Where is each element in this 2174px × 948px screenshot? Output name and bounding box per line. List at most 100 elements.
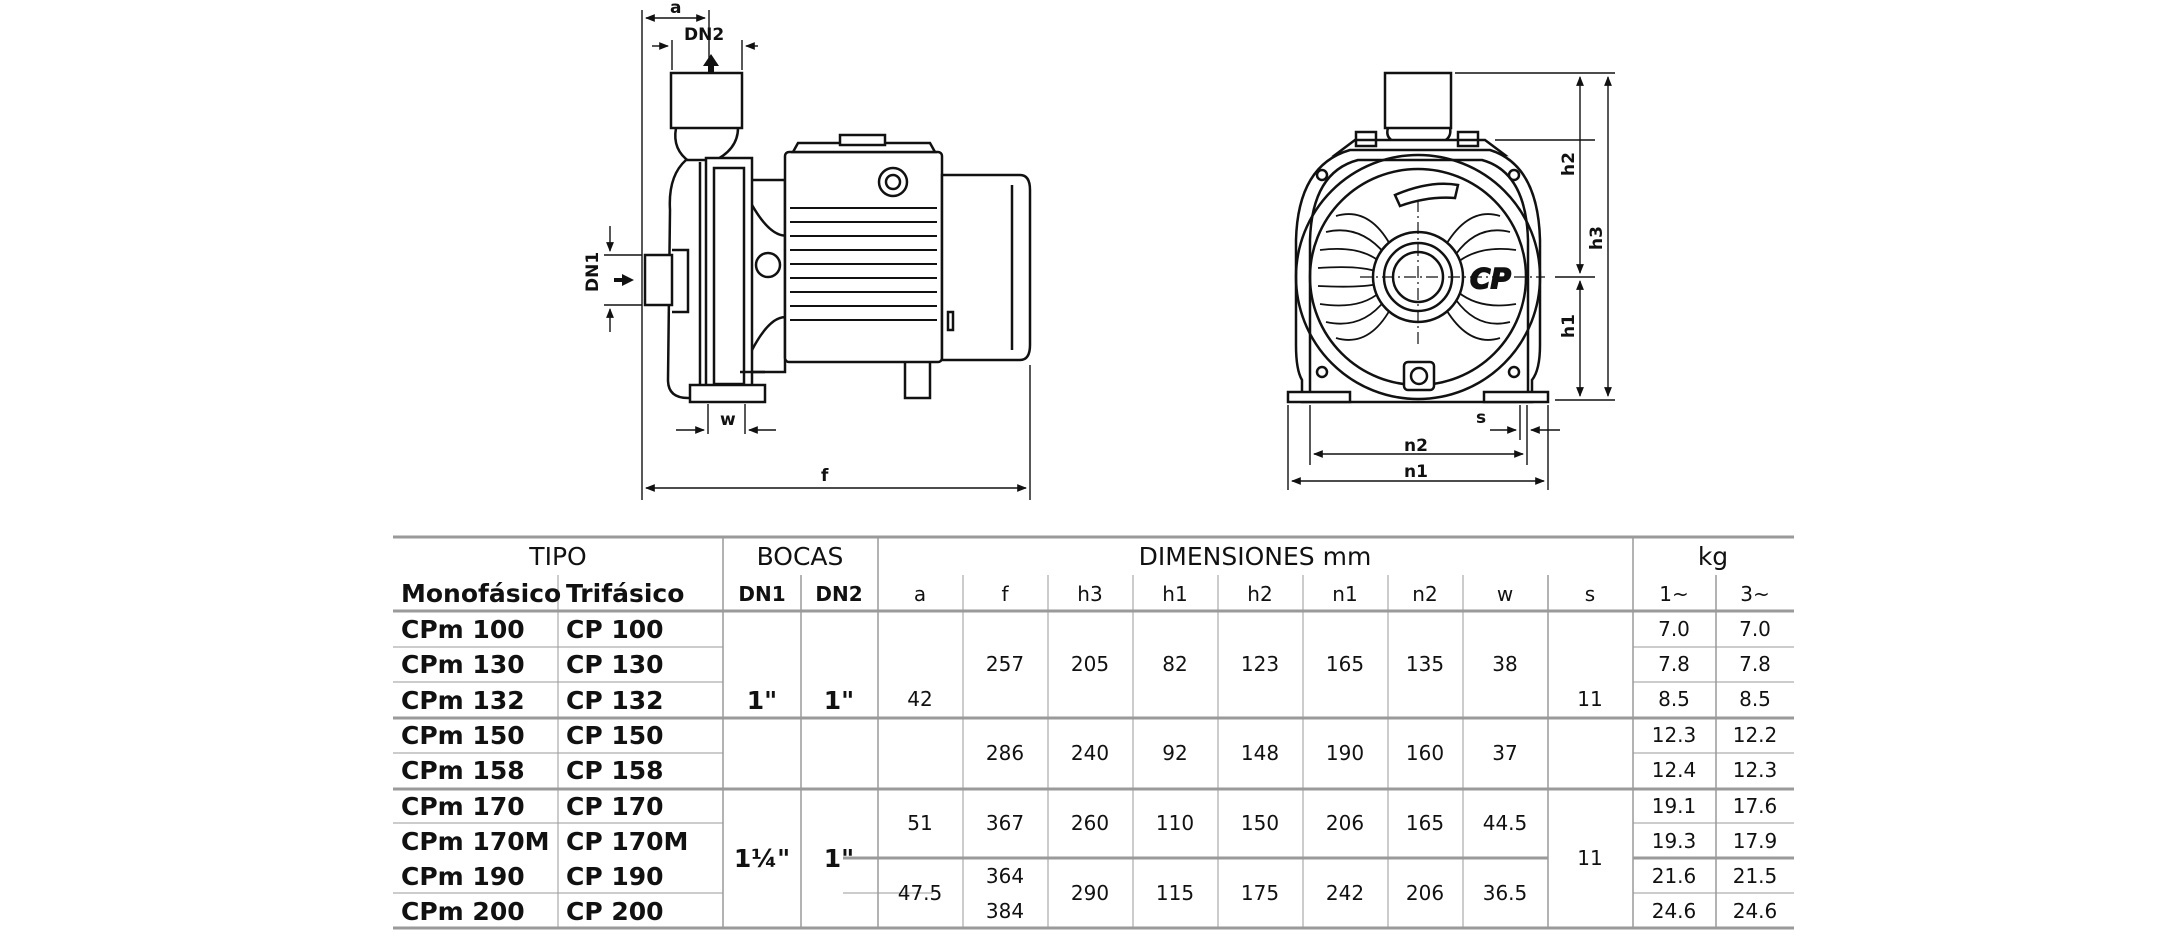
dim-n1: 190: [1326, 741, 1364, 765]
subheader-n1: n1: [1332, 582, 1357, 606]
subheader-h2: h2: [1247, 582, 1272, 606]
subheader-s: s: [1585, 582, 1595, 606]
header-tipo: TIPO: [528, 542, 586, 571]
weight-mono: 7.8: [1658, 652, 1690, 676]
model-tri: CP 170: [566, 792, 664, 821]
dim-h3: 290: [1071, 881, 1109, 905]
model-tri: CP 190: [566, 862, 664, 891]
dim-h1: 82: [1162, 652, 1187, 676]
weight-mono: 24.6: [1652, 899, 1697, 923]
dim-n1: 165: [1326, 652, 1364, 676]
model-tri: CP 130: [566, 650, 664, 679]
weight-mono: 7.0: [1658, 617, 1690, 641]
weight-tri: 17.9: [1733, 829, 1778, 853]
dim-s: 11: [1577, 846, 1602, 870]
subheader-monofasico: Monofásico: [401, 579, 561, 608]
dim-w: 37: [1492, 741, 1517, 765]
weight-tri: 24.6: [1733, 899, 1778, 923]
model-tri: CP 158: [566, 756, 664, 785]
weight-tri: 12.2: [1733, 723, 1778, 747]
header-kg: kg: [1698, 542, 1728, 571]
dim-f: 364: [986, 864, 1024, 888]
header-bocas: BOCAS: [757, 542, 844, 571]
dim-n1: 242: [1326, 881, 1364, 905]
dim-a: 42: [907, 687, 932, 711]
weight-mono: 12.4: [1652, 758, 1697, 782]
table-row: CPm 158 CP 158 12.4 12.3: [401, 756, 1777, 785]
model-mono: CPm 130: [401, 650, 525, 679]
front-view-dimensions: [1287, 72, 1615, 490]
dim-label-w: w: [720, 410, 736, 430]
subheader-f: f: [1001, 582, 1009, 606]
subheader-dn2: DN2: [815, 582, 862, 606]
model-tri: CP 200: [566, 897, 664, 926]
dim-a: 47.5: [898, 881, 943, 905]
table-row: CPm 150 CP 150 12.3 12.2: [401, 721, 1777, 750]
model-mono: CPm 100: [401, 615, 525, 644]
dim-h3: 260: [1071, 811, 1109, 835]
dim-n2: 160: [1406, 741, 1444, 765]
technical-drawings: a DN2 DN1 w f: [583, 0, 1615, 500]
dim-w: 38: [1492, 652, 1517, 676]
dim-h3: 240: [1071, 741, 1109, 765]
subheader-h1: h1: [1162, 582, 1187, 606]
table-row: CPm 190 CP 190 21.6 21.5: [401, 862, 1777, 891]
table-row: CPm 170M CP 170M 19.3 17.9: [401, 827, 1777, 856]
dim-h2: 175: [1241, 881, 1279, 905]
dim-label-h1: h1: [1559, 314, 1579, 338]
weight-mono: 19.1: [1652, 794, 1697, 818]
dim-h2: 148: [1241, 741, 1279, 765]
model-mono: CPm 170M: [401, 827, 550, 856]
dim-h2: 123: [1241, 652, 1279, 676]
dim-w: 36.5: [1483, 881, 1528, 905]
model-mono: CPm 132: [401, 686, 525, 715]
dim-n1: 206: [1326, 811, 1364, 835]
dim-label-a: a: [670, 0, 681, 18]
front-view-drawing: [1286, 71, 1550, 404]
dim-label-h3: h3: [1587, 226, 1607, 250]
dim-h1: 92: [1162, 741, 1187, 765]
dim-h3: 205: [1071, 652, 1109, 676]
subheader-trifasico: Trifásico: [566, 579, 684, 608]
model-tri: CP 170M: [566, 827, 688, 856]
side-view-dimensions: [604, 10, 1031, 500]
dim-n2: 206: [1406, 881, 1444, 905]
subheader-n2: n2: [1412, 582, 1437, 606]
dim-label-n2: n2: [1404, 436, 1428, 456]
model-mono: CPm 200: [401, 897, 525, 926]
header-dimensiones: DIMENSIONES mm: [1139, 542, 1372, 571]
table-row: CPm 132 CP 132 8.5 8.5: [401, 686, 1771, 715]
weight-mono: 19.3: [1652, 829, 1697, 853]
cp-logo: CP: [1470, 262, 1512, 295]
weight-mono: 12.3: [1652, 723, 1697, 747]
model-tri: CP 150: [566, 721, 664, 750]
dim-w: 44.5: [1483, 811, 1528, 835]
dim-f: 257: [986, 652, 1024, 676]
dim-h1: 115: [1156, 881, 1194, 905]
weight-tri: 21.5: [1733, 864, 1778, 888]
table-row: CPm 170 CP 170 19.1 17.6: [401, 792, 1777, 821]
model-mono: CPm 170: [401, 792, 525, 821]
model-tri: CP 100: [566, 615, 664, 644]
dn2-group-1: 1": [824, 686, 854, 715]
dim-label-dn1: DN1: [583, 252, 603, 292]
weight-tri: 8.5: [1739, 687, 1771, 711]
weight-tri: 7.0: [1739, 617, 1771, 641]
dim-f: 367: [986, 811, 1024, 835]
dim-h2: 150: [1241, 811, 1279, 835]
weight-mono: 21.6: [1652, 864, 1697, 888]
dim-a: 51: [907, 811, 932, 835]
model-mono: CPm 158: [401, 756, 525, 785]
subheader-kg3: 3~: [1740, 582, 1769, 606]
subheader-a: a: [914, 582, 926, 606]
dim-label-s: s: [1476, 408, 1486, 428]
subheader-dn1: DN1: [738, 582, 785, 606]
dim-s: 11: [1577, 687, 1602, 711]
dn1-group-2: 1¼": [734, 844, 790, 873]
dn1-group-1: 1": [747, 686, 777, 715]
dim-n2: 135: [1406, 652, 1444, 676]
table-row: CPm 130 CP 130 7.8 7.8: [401, 650, 1771, 679]
subheader-w: w: [1497, 582, 1513, 606]
side-view-drawing: [614, 54, 1032, 404]
table-row: CPm 100 CP 100 7.0 7.0: [401, 615, 1771, 644]
